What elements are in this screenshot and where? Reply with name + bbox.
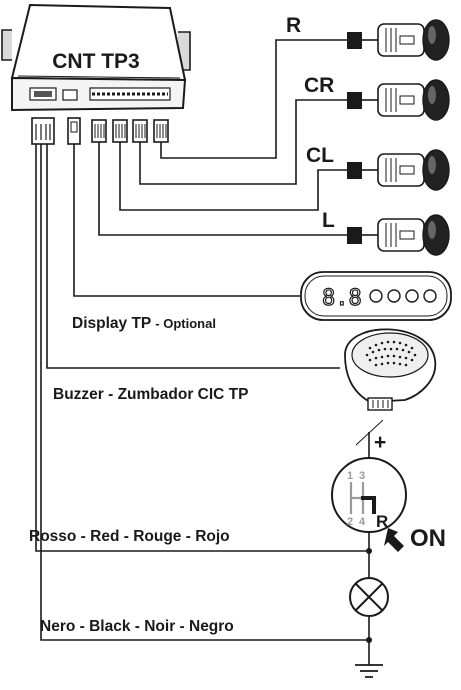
sensor-L: L bbox=[322, 209, 450, 256]
sensor-wires bbox=[98, 39, 355, 236]
sensor-label: L bbox=[322, 209, 335, 232]
control-unit-label: CNT TP3 bbox=[52, 50, 140, 73]
display-led bbox=[387, 289, 401, 303]
gear-position-3: 3 bbox=[359, 470, 365, 482]
display-label-main: Display TP bbox=[72, 315, 151, 332]
display-led bbox=[405, 289, 419, 303]
ground-icon bbox=[355, 664, 383, 678]
control-unit: CNT TP3 bbox=[1, 3, 191, 112]
display-led bbox=[423, 289, 437, 303]
display-led bbox=[369, 289, 383, 303]
display-label-suffix: - Optional bbox=[155, 316, 216, 331]
gear-switch-state: ON bbox=[410, 525, 446, 552]
sensor-label: CR bbox=[304, 74, 334, 97]
display-wire bbox=[73, 144, 300, 297]
black-wire bbox=[40, 144, 369, 641]
lamp-icon bbox=[349, 577, 389, 617]
connector-row bbox=[31, 117, 169, 145]
red-wire bbox=[35, 144, 369, 552]
gear-position-2: 2 bbox=[347, 516, 353, 528]
display-digits: 8.8 bbox=[322, 286, 362, 311]
buzzer-icon bbox=[344, 328, 437, 411]
arrow-icon bbox=[384, 528, 404, 552]
buzzer-label: Buzzer - Zumbador CIC TP bbox=[53, 386, 248, 403]
black-wire-label: Nero - Black - Noir - Negro bbox=[40, 618, 234, 635]
gear-switch: + 1 3 2 4 R bbox=[331, 419, 407, 533]
sensor-label: R bbox=[286, 14, 301, 37]
buzzer-wire bbox=[46, 144, 340, 369]
gear-position-1: 1 bbox=[347, 470, 353, 482]
gear-position-4: 4 bbox=[359, 516, 366, 528]
junction-dot bbox=[366, 637, 372, 643]
junction-dot bbox=[366, 548, 372, 554]
gear-position-R: R bbox=[376, 512, 388, 531]
display-label: Display TP - Optional bbox=[72, 315, 216, 332]
display-unit: 8.8 bbox=[300, 271, 452, 321]
sensor-CL: CL bbox=[306, 144, 450, 191]
red-wire-label: Rosso - Red - Rouge - Rojo bbox=[29, 528, 230, 545]
sensor-R: R bbox=[286, 14, 450, 61]
gear-switch-polarity: + bbox=[374, 431, 386, 454]
sensor-label: CL bbox=[306, 144, 334, 167]
sensor-CR: CR bbox=[304, 74, 450, 121]
